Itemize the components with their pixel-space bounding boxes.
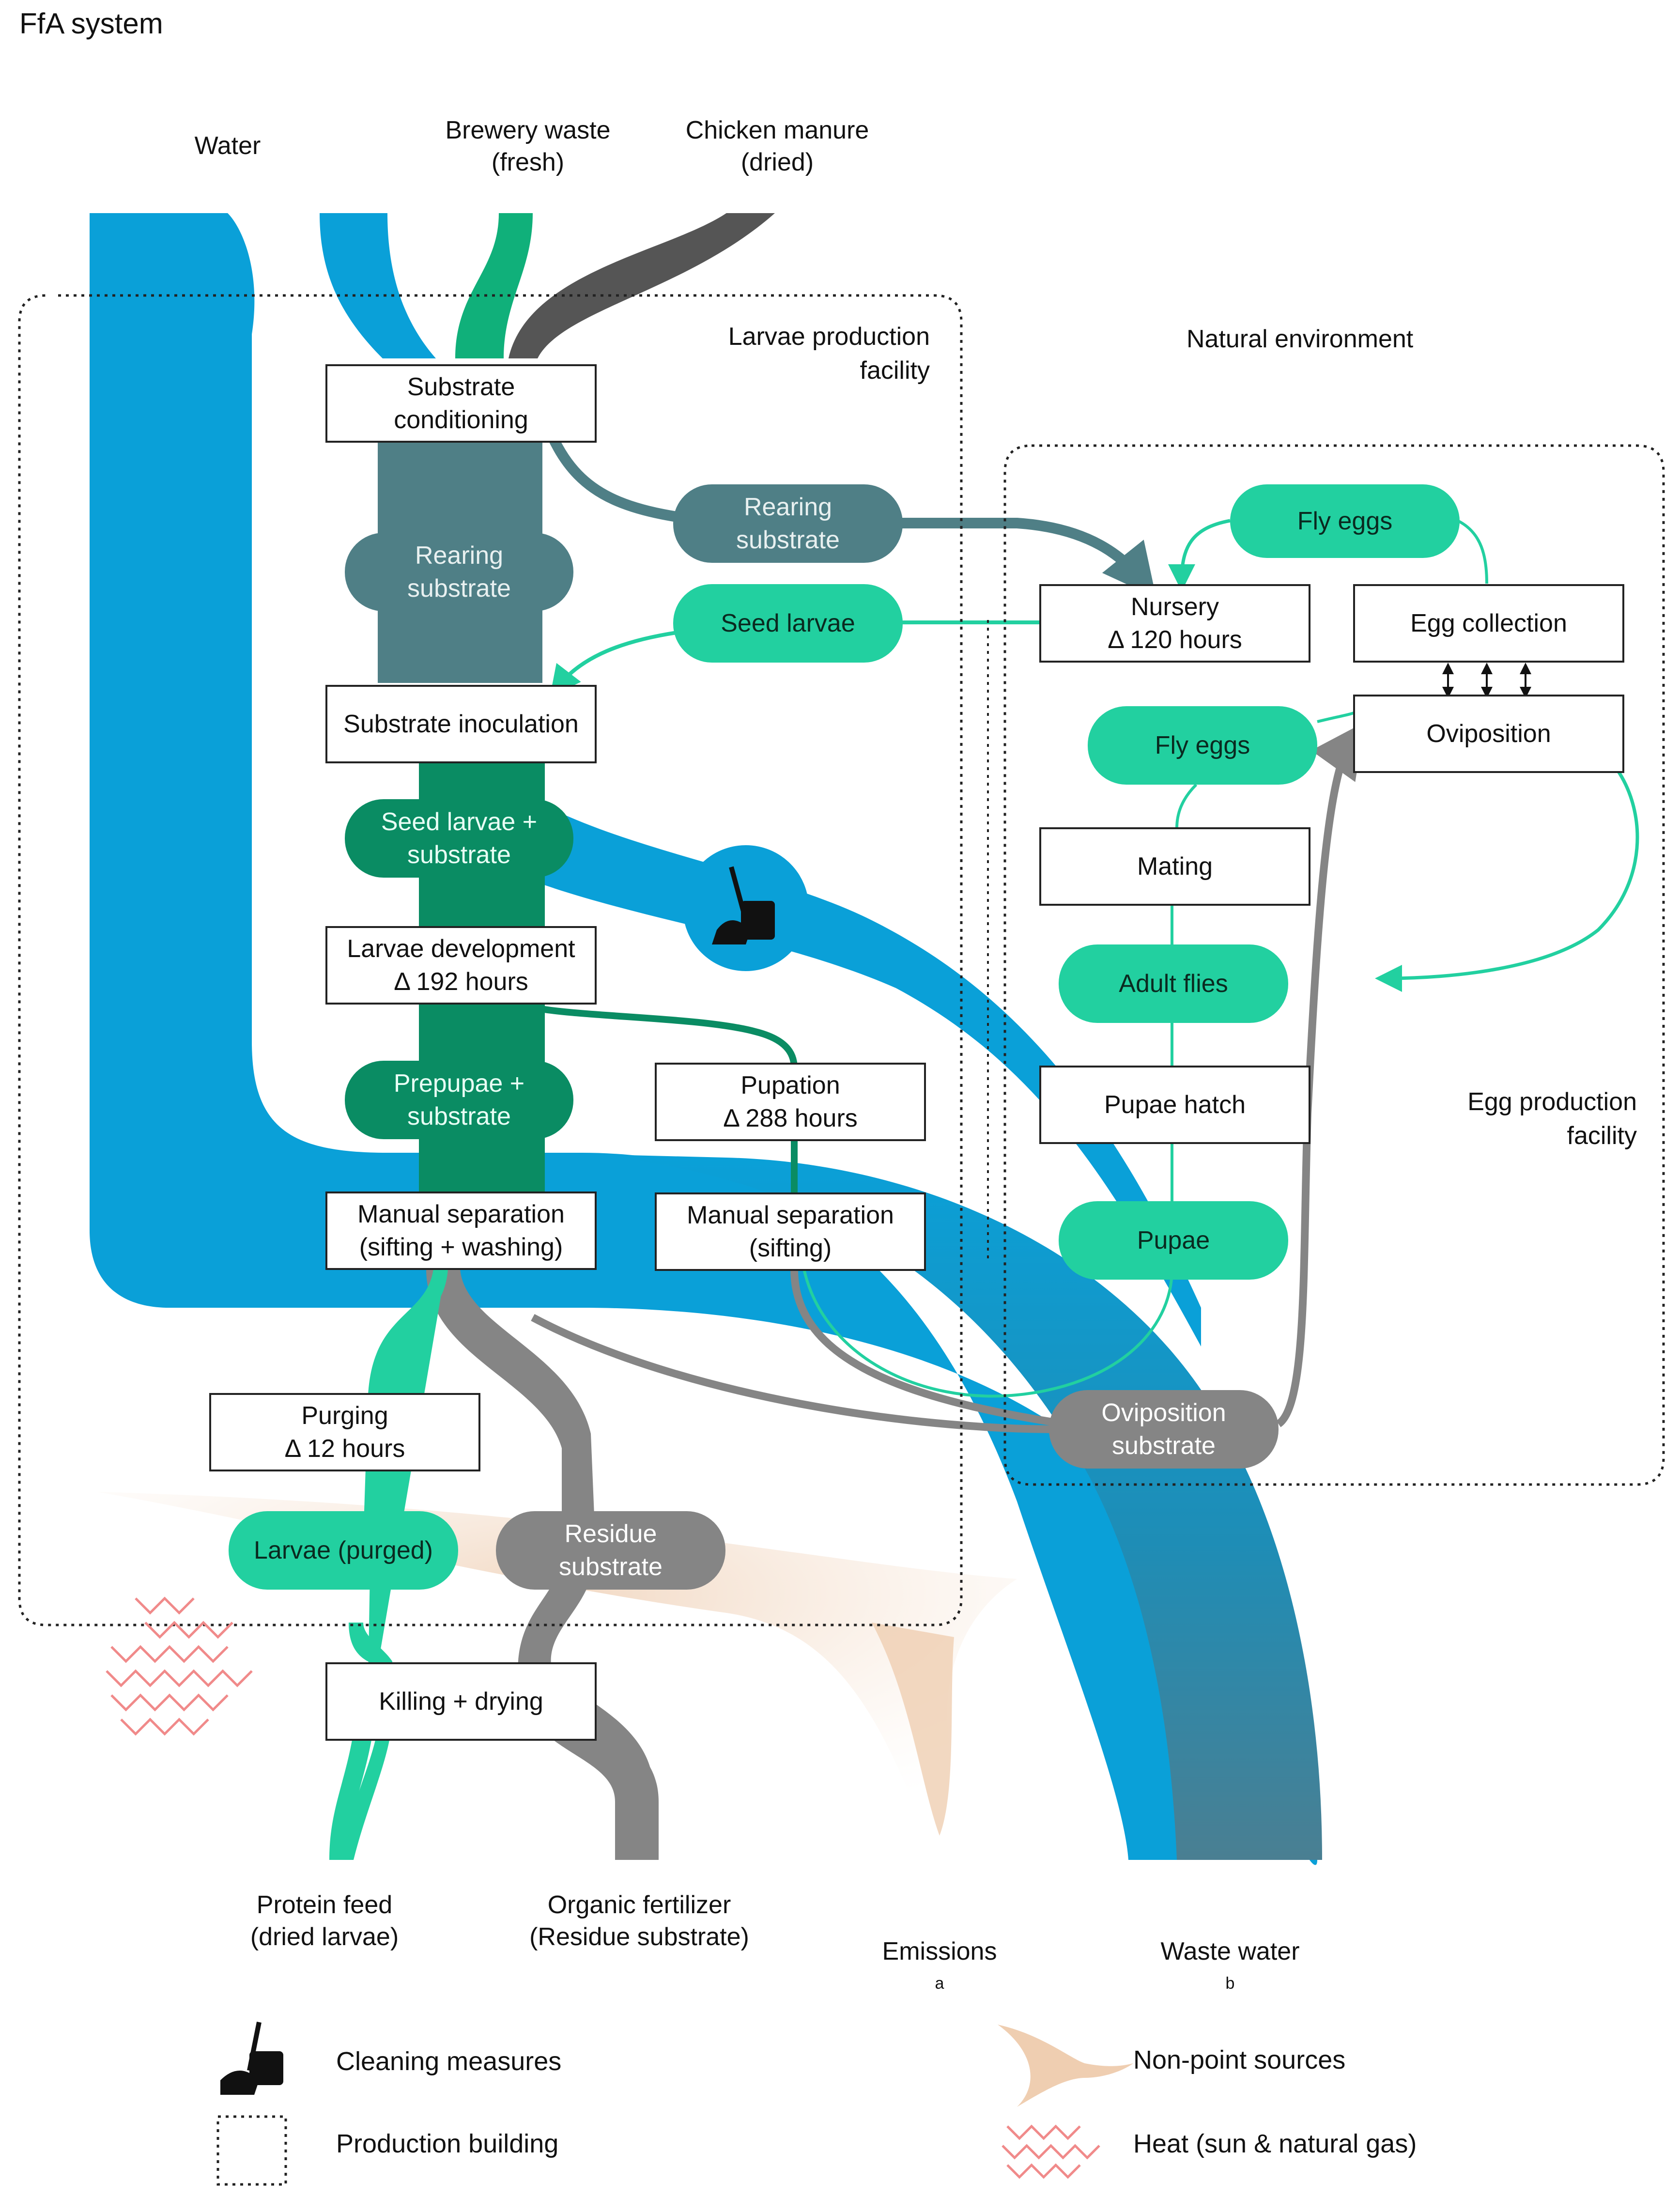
box-killing-drying: Killing + drying xyxy=(325,1662,597,1741)
box-substrate-inoculation: Substrate inoculation xyxy=(325,685,597,763)
pill-pupae: Pupae xyxy=(1059,1201,1288,1280)
box-oviposition: Oviposition xyxy=(1353,695,1624,773)
pill-oviposition-substrate: Oviposition substrate xyxy=(1049,1390,1279,1469)
diagram-title: FfA system xyxy=(19,7,163,40)
pill-residue-substrate: Residue substrate xyxy=(496,1511,725,1590)
input-chicken: Chicken manure (dried) xyxy=(685,116,869,176)
pill-prepupae-substrate: Prepupae + substrate xyxy=(345,1061,573,1139)
legend-heat: Heat (sun & natural gas) xyxy=(1133,2129,1417,2158)
zone-egg-facility: Egg production facility xyxy=(1467,1088,1637,1150)
heat-icon xyxy=(106,1596,253,1736)
pill-adult-flies: Adult flies xyxy=(1059,944,1288,1023)
emissions-label: Emissions xyxy=(882,1937,997,1965)
input-brewery: Brewery waste (fresh) xyxy=(445,116,611,176)
brewery-flow xyxy=(455,213,533,358)
box-purging: Purging Δ 12 hours xyxy=(209,1393,480,1471)
legend-nonpoint-icon xyxy=(998,2025,1133,2107)
box-egg-collection: Egg collection xyxy=(1353,584,1624,663)
pill-fly-eggs-top: Fly eggs xyxy=(1230,484,1460,558)
legend-nonpoint: Non-point sources xyxy=(1133,2045,1346,2074)
pill-seed-larvae: Seed larvae xyxy=(673,584,903,663)
box-manual-separation-sift: Manual separation (sifting) xyxy=(655,1192,926,1271)
output-organic-fertilizer: Organic fertilizer (Residue substrate) xyxy=(529,1891,749,1951)
emissions-footnote: a xyxy=(935,1974,944,1993)
pill-rearing-substrate-column: Rearing substrate xyxy=(345,533,573,611)
waste-water-label: Waste water xyxy=(1160,1937,1300,1965)
input-water: Water xyxy=(194,132,261,160)
box-pupation: Pupation Δ 288 hours xyxy=(655,1063,926,1141)
larvae-facility-border xyxy=(18,294,963,1626)
legend-building: Production building xyxy=(336,2129,559,2158)
box-mating: Mating xyxy=(1039,827,1310,906)
pill-larvae-purged: Larvae (purged) xyxy=(229,1511,458,1590)
zone-natural-environment: Natural environment xyxy=(1187,325,1414,353)
legend-building-icon xyxy=(216,2115,287,2186)
pill-seed-larvae-substrate: Seed larvae + substrate xyxy=(345,799,573,878)
output-protein-feed: Protein feed (dried larvae) xyxy=(250,1891,399,1951)
residue-flow xyxy=(454,1269,654,1860)
legend-heat-icon xyxy=(1002,2124,1100,2179)
pill-rearing-substrate-transfer: Rearing substrate xyxy=(673,484,903,563)
box-manual-separation-wash: Manual separation (sifting + washing) xyxy=(325,1191,597,1270)
box-nursery: Nursery Δ 120 hours xyxy=(1039,584,1310,663)
output-emissions: Emissions a xyxy=(852,1903,1027,2005)
chicken-flow xyxy=(509,213,775,358)
box-larvae-development: Larvae development Δ 192 hours xyxy=(325,926,597,1005)
output-waste-water: Waste water b xyxy=(1133,1903,1327,2005)
pill-fly-eggs-mid: Fly eggs xyxy=(1088,706,1317,785)
waste-water-footnote: b xyxy=(1225,1974,1235,1993)
cleaning-icon xyxy=(712,866,775,944)
legend-cleaning-icon xyxy=(220,2022,283,2095)
water-flow xyxy=(90,213,1317,1865)
zone-larvae-facility: Larvae production facility xyxy=(728,323,930,385)
emissions-plume xyxy=(97,1492,1017,1832)
legend-cleaning: Cleaning measures xyxy=(336,2047,562,2076)
box-pupae-hatch: Pupae hatch xyxy=(1039,1066,1310,1144)
box-substrate-conditioning: Substrate conditioning xyxy=(325,364,597,443)
